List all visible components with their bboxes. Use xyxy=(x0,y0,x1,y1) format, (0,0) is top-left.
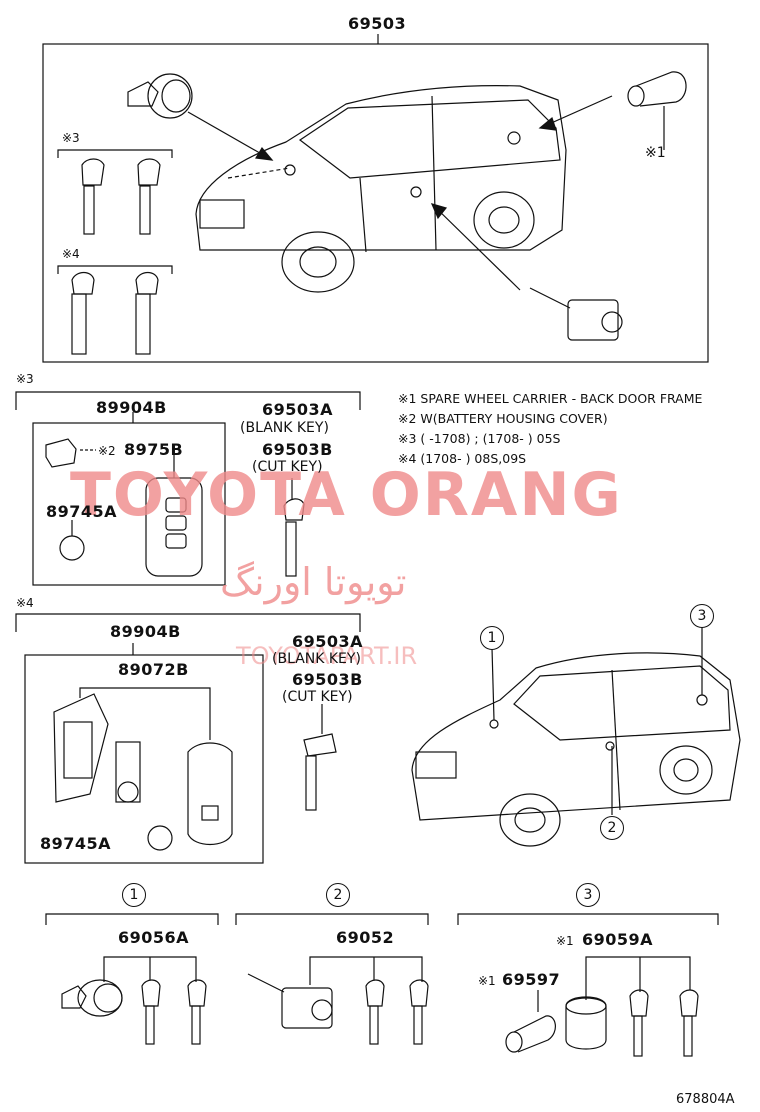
key-icon-3b xyxy=(679,989,699,1057)
top-frame xyxy=(42,43,709,363)
callout-3-vehicle: 3 xyxy=(690,604,714,628)
key-icon-3a xyxy=(629,989,649,1057)
mechanical-key-icon-a xyxy=(283,498,305,577)
cut-key-a-desc: (CUT KEY) xyxy=(252,459,323,475)
vehicle-drawing-bottom xyxy=(411,652,741,847)
mark-4-section: ※4 xyxy=(16,596,34,610)
key-case-icon-b xyxy=(53,693,109,803)
note-2: ※2 W(BATTERY HOUSING COVER) xyxy=(398,411,608,426)
group-heading-2: 2 xyxy=(326,883,350,907)
note-1: ※1 SPARE WHEEL CARRIER - BACK DOOR FRAME xyxy=(398,391,703,406)
part-number-key-set-a: 89904B xyxy=(96,398,167,417)
mark-3-section: ※3 xyxy=(16,372,34,386)
callout-1-vehicle: 1 xyxy=(480,626,504,650)
part-number-battery-b: 89745A xyxy=(40,834,112,853)
part-number-set-3: 69059A xyxy=(582,930,654,949)
spare-cylinder-icon-top xyxy=(627,71,687,107)
smart-key-fob-icon-b xyxy=(187,742,233,846)
group-heading-1: 1 xyxy=(122,883,146,907)
part-number-cover-a: 8975B xyxy=(124,440,184,459)
part-number-blank-key-a: 69503A xyxy=(262,400,334,419)
coin-battery-icon-b xyxy=(147,825,173,851)
part-number-key-set-b: 89904B xyxy=(110,622,181,641)
part-number-set-2: 69052 xyxy=(336,928,395,947)
cut-key-b-desc: (CUT KEY) xyxy=(282,689,353,705)
key-module-icon-b xyxy=(115,741,141,803)
part-number-case-b: 89072B xyxy=(118,660,189,679)
part-number-main: 69503 xyxy=(348,14,407,33)
spare-cylinder-icon-3 xyxy=(505,1015,556,1053)
key-icon-1b xyxy=(187,979,207,1045)
key-icon-2b xyxy=(409,979,429,1045)
key-set-b-frame xyxy=(24,654,264,864)
part-number-cyl-3: 69597 xyxy=(502,970,561,989)
key-icon-top-2 xyxy=(137,158,161,235)
mark-1-cyl-3: ※1 xyxy=(478,974,496,988)
lock-cylinder-icon-top xyxy=(127,73,193,119)
mark-2-cover: ※2 xyxy=(98,444,116,458)
lock-cylinder-icon-1 xyxy=(61,979,123,1017)
part-number-cut-key-a: 69503B xyxy=(262,440,333,459)
key-icon-top-4 xyxy=(135,271,159,355)
mark-3-top: ※3 xyxy=(62,131,80,145)
watermark-text-fa: تویوتا اورنگ xyxy=(220,560,407,604)
mark-4-top: ※4 xyxy=(62,247,80,261)
coin-battery-icon-a xyxy=(59,535,85,561)
door-lock-icon-2 xyxy=(247,973,333,1029)
part-number-set-1: 69056A xyxy=(118,928,190,947)
key-icon-top-3 xyxy=(71,271,95,355)
key-icon-2a xyxy=(365,979,385,1045)
smart-key-fob-icon-a xyxy=(145,477,203,577)
note-3: ※3 ( -1708) ; (1708- ) 05S xyxy=(398,431,561,446)
cylinder-sleeve-icon-3 xyxy=(565,996,607,1050)
watermark-text-en: TOYOTA ORANG xyxy=(70,460,623,530)
door-lock-icon-top xyxy=(529,287,623,341)
part-number-blank-key-b: 69503A xyxy=(292,632,364,651)
battery-cover-icon-a xyxy=(45,438,77,468)
group-heading-3: 3 xyxy=(576,883,600,907)
part-number-battery-a: 89745A xyxy=(46,502,118,521)
vehicle-drawing-top xyxy=(195,85,567,293)
mark-1-set-3: ※1 xyxy=(556,934,574,948)
diagram-code: 678804A xyxy=(676,1092,735,1107)
key-icon-1a xyxy=(141,979,161,1045)
part-number-cut-key-b: 69503B xyxy=(292,670,363,689)
blank-key-b-desc: (BLANK KEY) xyxy=(272,651,361,667)
blank-key-a-desc: (BLANK KEY) xyxy=(240,420,329,436)
key-icon-top-1 xyxy=(81,158,105,235)
callout-2-vehicle: 2 xyxy=(600,816,624,840)
note-4: ※4 (1708- ) 08S,09S xyxy=(398,451,527,466)
watermark-url: TOYOTAPART.IR xyxy=(236,642,418,670)
mechanical-key-icon-b xyxy=(303,733,337,811)
mark-1-top: ※1 xyxy=(645,145,666,161)
key-set-a-frame xyxy=(32,422,226,586)
